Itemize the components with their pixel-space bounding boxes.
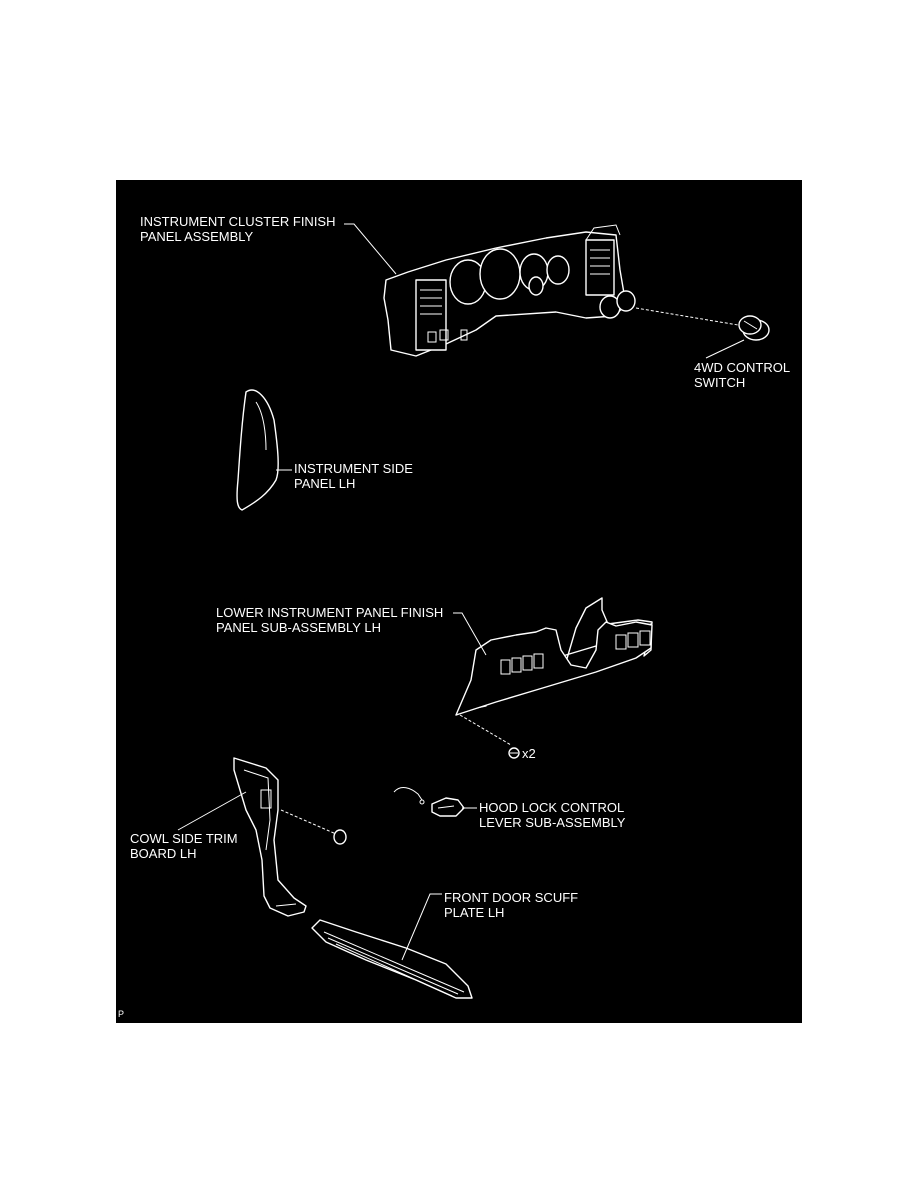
label-line: INSTRUMENT CLUSTER FINISH [140,214,336,229]
label-line: LOWER INSTRUMENT PANEL FINISH [216,605,444,620]
label-line: COWL SIDE TRIM [130,831,238,846]
instrument-side-panel [236,389,279,511]
hood-lock-control-lever [393,787,465,817]
leader-lower-panel [453,612,487,656]
label-line: INSTRUMENT SIDE [294,461,413,476]
label-line: PANEL SUB-ASSEMBLY LH [216,620,381,635]
leader-4wd-switch [705,339,745,359]
label-line: FRONT DOOR SCUFF [444,890,579,905]
leader-scuff-plate [401,893,442,961]
label-hood-lock-control-lever: HOOD LOCK CONTROL LEVER SUB-ASSEMBLY [479,800,625,830]
label-4wd-control-switch: 4WD CONTROL SWITCH [694,360,790,390]
label-line: PANEL LH [294,476,356,491]
label-screw-count: x2 [522,746,536,761]
exploded-parts-diagram: INSTRUMENT CLUSTER FINISH PANEL ASSEMBLY… [116,180,802,1023]
parts-illustration [177,223,770,999]
label-instrument-side-panel: INSTRUMENT SIDE PANEL LH [294,461,413,491]
label-lower-instrument-panel: LOWER INSTRUMENT PANEL FINISH PANEL SUB-… [216,605,443,635]
lower-instrument-panel-finish [455,597,653,746]
corner-mark: P [118,1009,125,1019]
4wd-control-switch [635,307,770,341]
label-line: PANEL ASSEMBLY [140,229,254,244]
label-cowl-side-trim: COWL SIDE TRIM BOARD LH [130,831,238,861]
screw [508,747,520,759]
cowl-side-trim-board [233,757,347,917]
label-front-door-scuff-plate: FRONT DOOR SCUFF PLATE LH [444,890,578,920]
label-line: 4WD CONTROL [694,360,791,375]
front-door-scuff-plate [311,919,473,999]
label-line: PLATE LH [444,905,505,920]
label-line: HOOD LOCK CONTROL [479,800,625,815]
leader-cowl-trim [177,791,247,831]
leader-instrument-cluster [344,223,397,275]
instrument-cluster-finish-panel [383,224,636,357]
label-line: BOARD LH [130,846,197,861]
label-line: LEVER SUB-ASSEMBLY [479,815,626,830]
label-instrument-cluster: INSTRUMENT CLUSTER FINISH PANEL ASSEMBLY [140,214,336,244]
label-line: SWITCH [694,375,746,390]
